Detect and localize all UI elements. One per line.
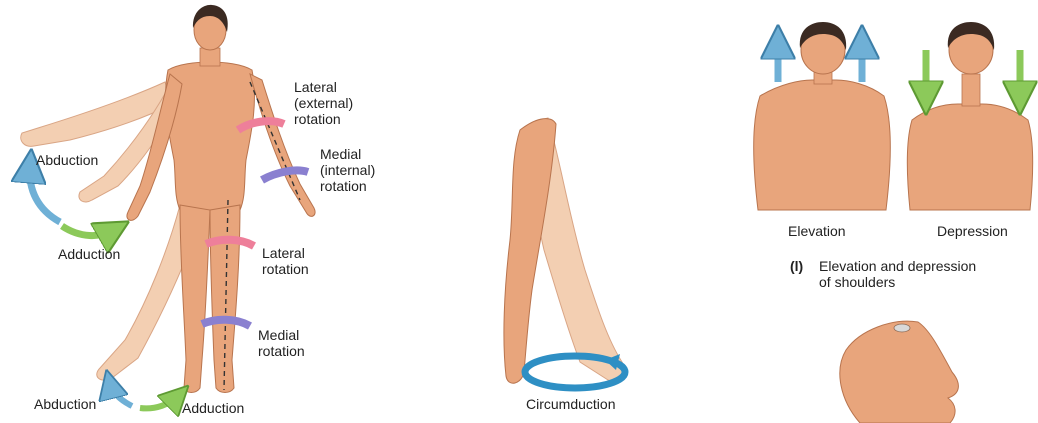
figure-neck (200, 48, 220, 66)
abduction-arm-arrow (30, 166, 60, 222)
figure-depression (907, 22, 1033, 210)
label-depression: Depression (937, 223, 1008, 239)
adduction-arm-arrow (62, 226, 114, 236)
label-circumduction: Circumduction (526, 396, 615, 412)
elevation-shoulders (754, 80, 891, 210)
figure-face-partial (840, 321, 959, 423)
label-medial-rotation-leg: Medial rotation (258, 327, 305, 359)
caption-letter: (l) (790, 258, 803, 274)
label-abduction-arm: Abduction (36, 152, 98, 168)
medial-rotation-arm-arrow (262, 170, 308, 180)
depression-shoulders (907, 104, 1033, 210)
label-elevation: Elevation (788, 223, 846, 239)
label-adduction-leg: Adduction (182, 400, 244, 416)
face-profile (840, 321, 959, 423)
label-lateral-rotation-leg: Lateral rotation (262, 245, 309, 277)
depression-neck (962, 74, 980, 106)
abduction-leg-arrow (110, 384, 132, 406)
label-adduction-arm: Adduction (58, 246, 120, 262)
label-lateral-rotation-arm: Lateral (external) rotation (294, 79, 353, 127)
figure-leg-circumduction (504, 118, 625, 388)
figure-elevation (754, 22, 891, 210)
face-eye (894, 324, 910, 332)
arm-axis-dashed (250, 82, 300, 200)
label-medial-rotation-arm: Medial (internal) rotation (320, 146, 375, 194)
label-abduction-leg: Abduction (34, 396, 96, 412)
adduction-leg-arrow (140, 396, 178, 408)
caption-text: Elevation and depression of shoulders (819, 258, 976, 290)
figure-leg-left (180, 205, 210, 393)
